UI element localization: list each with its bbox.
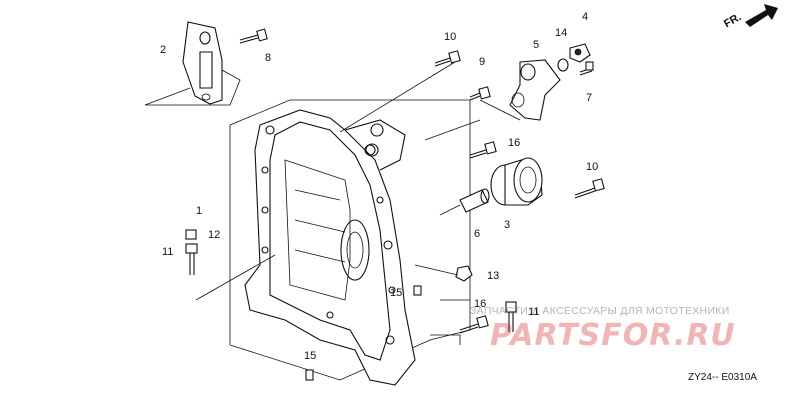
callout-3: 3	[504, 219, 510, 231]
callout-15-lower: 15	[304, 350, 316, 362]
dowel-pin-part-15-lower	[305, 369, 314, 381]
fitting-part-6	[459, 188, 490, 213]
bolt-part-11-right	[505, 301, 517, 332]
callout-6: 6	[474, 228, 480, 240]
bracket-part	[182, 21, 223, 105]
bolt-part-11-left	[185, 243, 198, 275]
bolt-part-8	[239, 28, 268, 44]
main-housing-part	[229, 99, 471, 386]
bolt-part-10-top	[434, 50, 461, 67]
front-direction-arrow-icon	[745, 4, 778, 27]
oil-filter-part-3	[490, 157, 543, 206]
dowel-pin-part-15-upper	[413, 285, 422, 296]
callout-13: 13	[487, 270, 499, 282]
washer-part-14	[557, 58, 569, 72]
callout-16-lower: 16	[474, 298, 486, 310]
callout-11-left: 11	[162, 246, 173, 258]
switch-part-4	[569, 43, 591, 63]
nut-part-13	[455, 265, 473, 282]
callout-4: 4	[582, 11, 588, 23]
callout-10-right: 10	[586, 161, 598, 173]
callout-8: 8	[265, 52, 271, 64]
bolt-part-9	[469, 86, 491, 101]
oil-fitting-part-5	[509, 59, 561, 121]
diagram-reference-code: ZY24-- E0310A	[688, 372, 757, 383]
callout-9: 9	[479, 56, 485, 68]
callout-16-upper: 16	[508, 137, 520, 149]
cap-nut-part-12	[185, 229, 197, 240]
callout-11-right: 11	[528, 306, 539, 318]
watermark-logo: PARTSFOR.RU	[490, 318, 736, 353]
callout-12: 12	[208, 229, 220, 241]
bolt-part-7	[579, 61, 594, 76]
callout-5: 5	[533, 39, 539, 51]
bolt-part-10-right	[574, 178, 605, 199]
callout-2: 2	[160, 44, 166, 56]
bolt-part-16-upper	[469, 141, 497, 159]
callout-7: 7	[586, 92, 592, 104]
callout-15-upper: 15	[390, 287, 402, 299]
callout-10-top: 10	[444, 31, 456, 43]
bolt-part-16-lower	[459, 315, 489, 334]
watermark-caption: ЗАПЧАСТИ И АКСЕССУАРЫ ДЛЯ МОТОТЕХНИКИ	[470, 305, 730, 317]
callout-1: 1	[196, 205, 202, 217]
callout-14: 14	[555, 27, 567, 39]
